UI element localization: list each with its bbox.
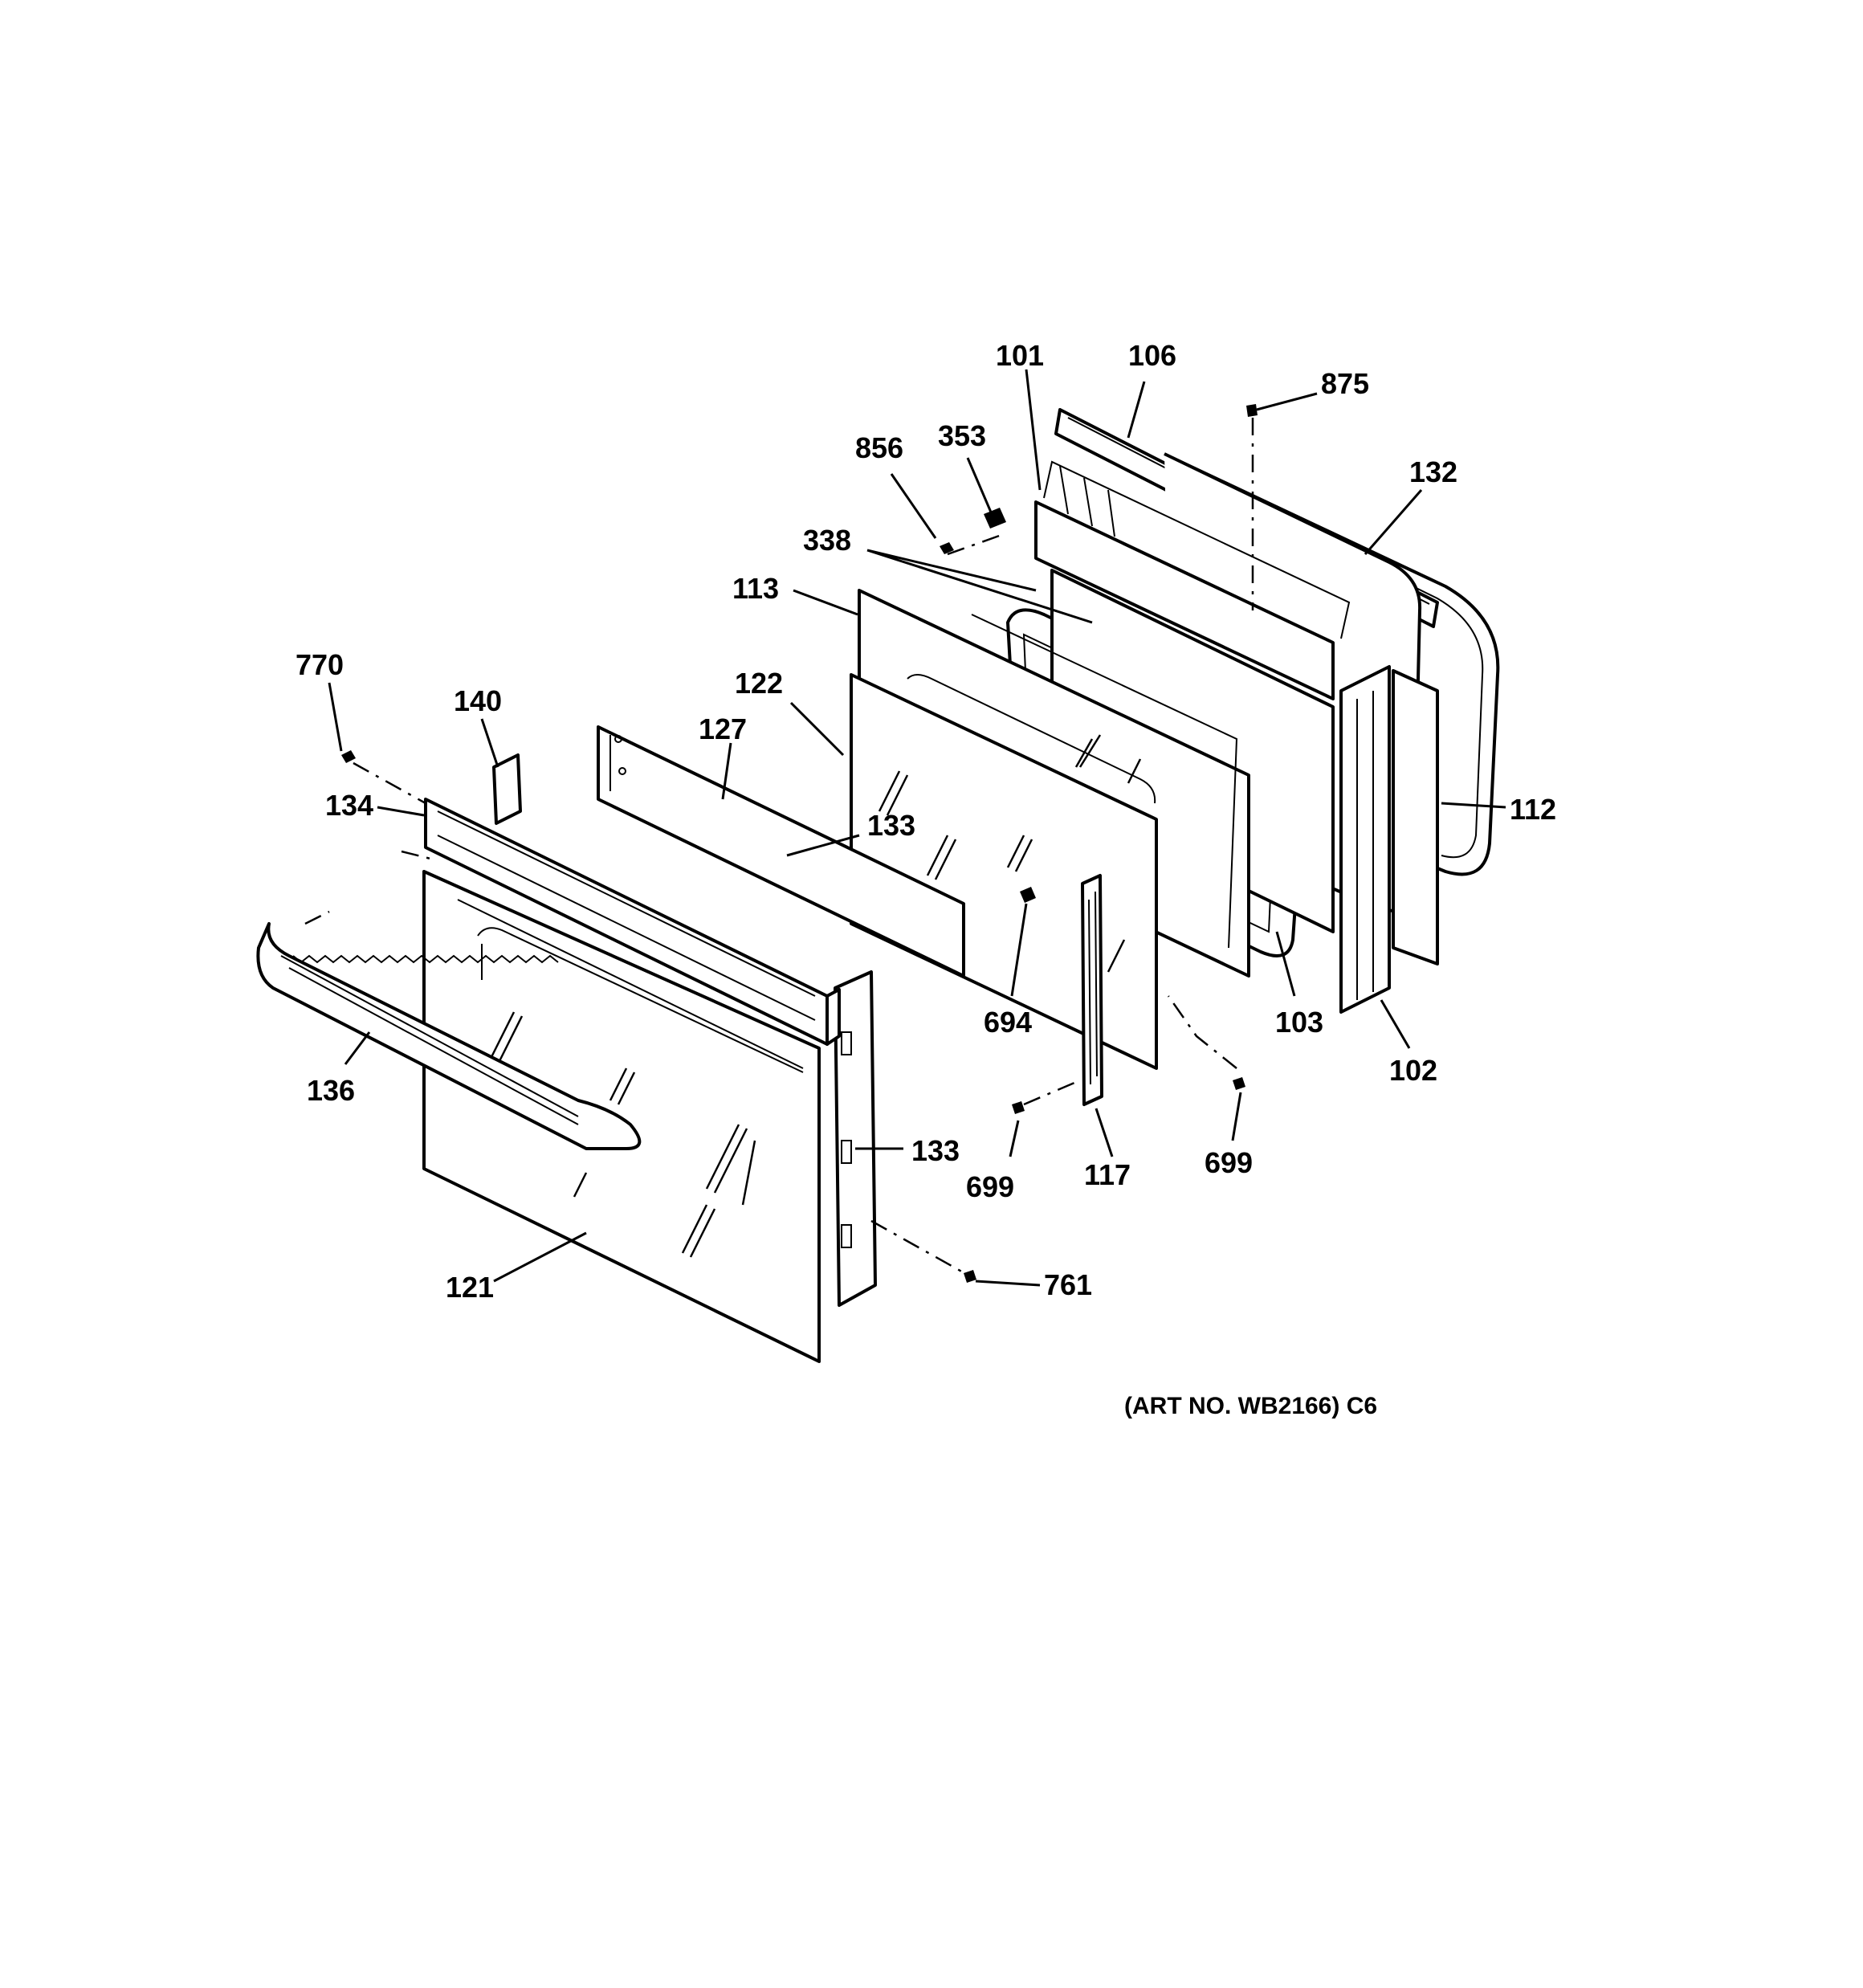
label-113: 113 — [732, 572, 779, 605]
screw-875 — [1246, 404, 1258, 417]
side-trim-133 — [834, 970, 877, 1307]
label-338: 338 — [803, 524, 851, 557]
leader-lines — [328, 369, 1506, 1287]
label-875: 875 — [1321, 367, 1369, 400]
part-labels: 101 106 875 856 353 132 338 113 770 140 … — [296, 339, 1556, 1304]
side-channel-102 — [1339, 665, 1439, 1014]
label-134: 134 — [325, 789, 373, 822]
screw-694 — [1020, 887, 1036, 903]
label-699-left: 699 — [966, 1170, 1014, 1203]
label-140: 140 — [454, 684, 502, 717]
screw-770 — [341, 750, 356, 763]
top-trim-134 — [424, 798, 841, 1046]
label-133-lower: 133 — [911, 1134, 960, 1167]
door-handle-136 — [256, 922, 642, 1150]
support-strip-117 — [1081, 874, 1103, 1106]
label-122: 122 — [735, 667, 783, 700]
label-127: 127 — [699, 712, 747, 745]
door-channel-127 — [597, 725, 965, 978]
label-136: 136 — [307, 1074, 355, 1107]
bracket-140 — [492, 753, 522, 825]
label-121: 121 — [446, 1271, 494, 1304]
outer-glass-122 — [850, 673, 1158, 1070]
label-117: 117 — [1084, 1158, 1131, 1191]
screw-856 — [940, 542, 954, 554]
art-number-note: (ART NO. WB2166) C6 — [1124, 1393, 1377, 1419]
screw-699a — [1012, 1101, 1025, 1114]
inner-frame-101 — [1034, 460, 1351, 700]
label-112: 112 — [1510, 793, 1556, 826]
label-353: 353 — [938, 419, 986, 452]
label-106: 106 — [1128, 339, 1176, 372]
label-103: 103 — [1275, 1006, 1323, 1039]
assembly-lines — [304, 418, 1254, 1279]
label-770: 770 — [296, 648, 344, 681]
label-101: 101 — [996, 339, 1044, 372]
label-133-upper: 133 — [867, 809, 915, 842]
label-694: 694 — [984, 1006, 1032, 1039]
label-132: 132 — [1409, 455, 1457, 488]
label-102: 102 — [1389, 1054, 1437, 1087]
label-699-right: 699 — [1205, 1146, 1253, 1179]
clip-353 — [984, 508, 1006, 529]
screws — [341, 404, 1258, 1283]
screw-761 — [964, 1270, 976, 1283]
screw-699b — [1233, 1077, 1245, 1090]
label-761: 761 — [1044, 1268, 1092, 1301]
label-856: 856 — [855, 431, 903, 464]
